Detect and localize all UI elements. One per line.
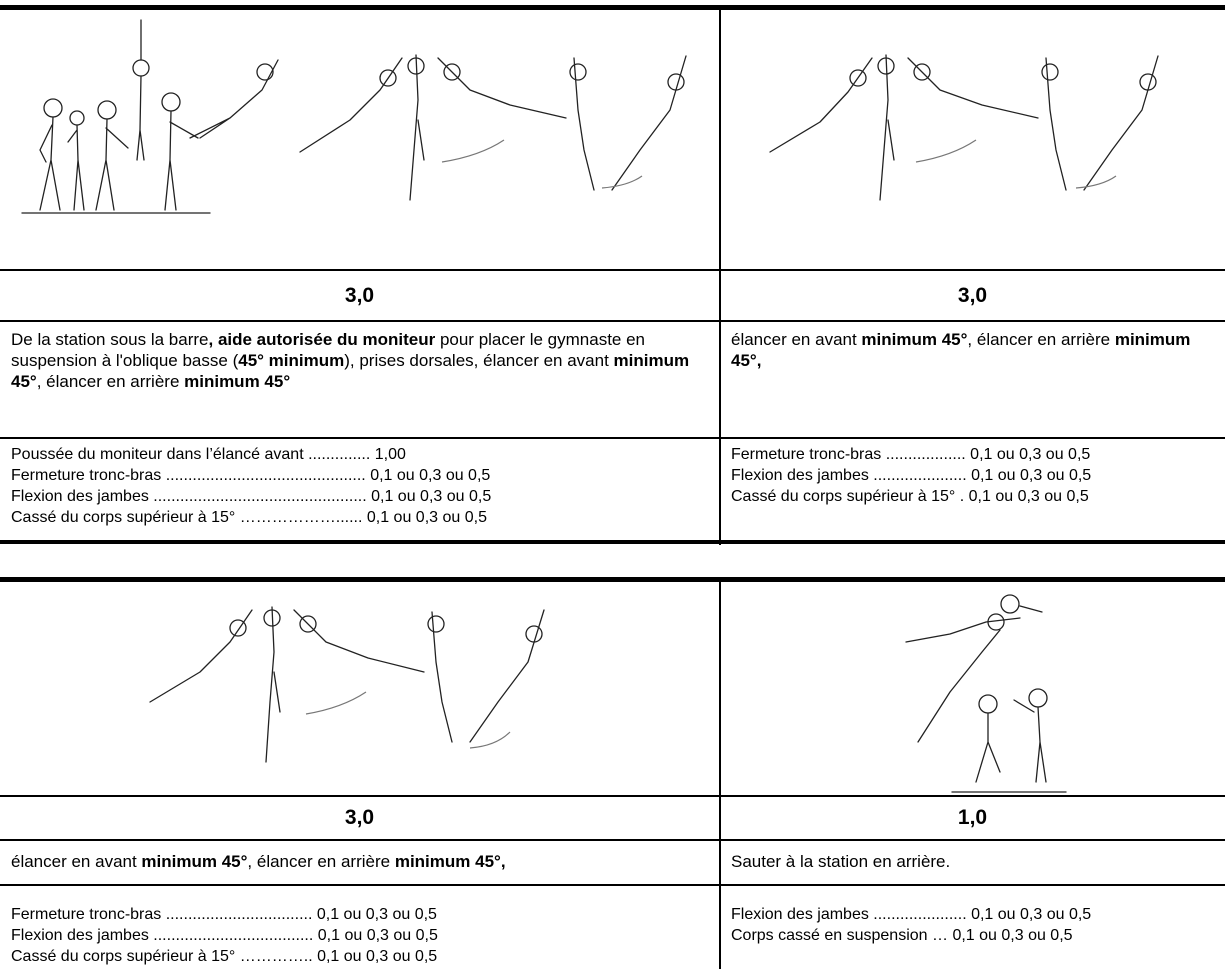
illustration-swing-sequence [720,10,1225,269]
exercise-table-2: 3,0 1,0 élancer en avant minimum 45°, él… [0,577,1225,969]
text-segment: , élancer en arrière [967,330,1114,349]
deduction-row: Flexion des jambes .....................… [11,486,719,507]
deduction-row: Poussée du moniteur dans l’élancé avant … [11,444,719,465]
illustration-swing-with-spotter [0,10,719,269]
score-cell: 1,0 [720,797,1225,839]
deduction-row: Flexion des jambes .....................… [731,904,1225,925]
text-segment: Sauter à la station en arrière. [731,852,950,871]
deduction-value: 0,1 ou 0,3 ou 0,5 [966,446,1091,463]
text-segment: , élancer en arrière [247,852,394,871]
deduction-value: 0,1 ou 0,3 ou 0,5 [313,927,438,944]
table-bottom-border [0,540,1225,544]
deduction-row: Cassé du corps supérieur à 15° ………….. 0,… [11,946,719,967]
deduction-value: 0,1 ou 0,3 ou 0,5 [362,509,487,526]
exercise-table-1: 3,0 3,0 De la station sous la barre, aid… [0,5,1225,545]
score-value: 3,0 [345,284,374,308]
exercise-description: élancer en avant minimum 45°, élancer en… [720,327,1225,437]
illustration-swing-sequence [0,582,719,795]
row-divider [0,437,1225,439]
deduction-label: Flexion des jambes ..................... [731,467,967,484]
exercise-description: Sauter à la station en arrière. [720,845,1225,884]
score-value: 1,0 [958,806,987,830]
description-text: élancer en avant minimum 45°, élancer en… [731,330,1190,370]
description-text: De la station sous la barre, aide autori… [11,330,689,391]
deduction-value: 0,1 ou 0,3 ou 0,5 [312,906,437,923]
deduction-label: Fermeture tronc-bras ...................… [11,906,312,923]
score-value: 3,0 [345,806,374,830]
text-segment: ), prises dorsales, élancer en avant [344,351,613,370]
illustration-dismount [720,582,1225,795]
deduction-label: Fermeture tronc-bras ...................… [11,467,366,484]
deduction-label: Poussée du moniteur dans l’élancé avant … [11,446,370,463]
deduction-label: Flexion des jambes .....................… [11,488,367,505]
deduction-value: 0,1 ou 0,3 ou 0,5 [967,906,1092,923]
deduction-value: 0,1 ou 0,3 ou 0,5 [967,467,1092,484]
deduction-row: Flexion des jambes .....................… [731,465,1225,486]
deduction-value: 0,1 ou 0,3 ou 0,5 [367,488,492,505]
text-segment: élancer en avant [731,330,861,349]
deduction-row: Fermeture tronc-bras ...................… [11,465,719,486]
score-cell: 3,0 [720,271,1225,320]
deductions-list: Flexion des jambes .....................… [720,904,1225,969]
deduction-label: Flexion des jambes .....................… [11,927,313,944]
emphasized-text: 45° minimum [238,351,344,370]
deduction-value: 1,00 [370,446,406,463]
deduction-label: Flexion des jambes ..................... [731,906,967,923]
exercise-description: De la station sous la barre, aide autori… [0,327,712,437]
deduction-label: Cassé du corps supérieur à 15° ………….. [11,948,313,965]
description-text: élancer en avant minimum 45°, élancer en… [11,852,506,871]
text-segment: De la station sous la barre [11,330,209,349]
exercise-description: élancer en avant minimum 45°, élancer en… [0,845,712,884]
score-cell: 3,0 [0,271,719,320]
row-divider [0,320,1225,322]
deduction-row: Corps cassé en suspension … 0,1 ou 0,3 o… [731,925,1225,946]
emphasized-text: minimum 45° [861,330,967,349]
emphasized-text: , aide autorisée du moniteur [209,330,436,349]
deduction-value: 0,1 ou 0,3 ou 0,5 [964,488,1089,505]
text-segment: , élancer en arrière [37,372,184,391]
row-divider [0,884,1225,886]
deduction-label: Fermeture tronc-bras .................. [731,446,966,463]
deduction-label: Cassé du corps supérieur à 15° ………………...… [11,509,362,526]
deduction-row: Fermeture tronc-bras .................. … [731,444,1225,465]
deduction-value: 0,1 ou 0,3 ou 0,5 [366,467,491,484]
row-divider [0,839,1225,841]
emphasized-text: minimum 45° [184,372,290,391]
deductions-list: Fermeture tronc-bras ...................… [0,904,719,969]
deductions-list: Poussée du moniteur dans l’élancé avant … [0,444,719,540]
deduction-row: Flexion des jambes .....................… [11,925,719,946]
deductions-list: Fermeture tronc-bras .................. … [720,444,1225,540]
deduction-row: Fermeture tronc-bras ...................… [11,904,719,925]
score-cell: 3,0 [0,797,719,839]
deduction-value: 0,1 ou 0,3 ou 0,5 [948,927,1073,944]
score-value: 3,0 [958,284,987,308]
deduction-row: Cassé du corps supérieur à 15° . 0,1 ou … [731,486,1225,507]
emphasized-text: minimum 45° [141,852,247,871]
deduction-label: Cassé du corps supérieur à 15° . [731,488,964,505]
text-segment: élancer en avant [11,852,141,871]
deduction-label: Corps cassé en suspension … [731,927,948,944]
emphasized-text: minimum 45°, [395,852,506,871]
deduction-value: 0,1 ou 0,3 ou 0,5 [313,948,438,965]
deduction-row: Cassé du corps supérieur à 15° ………………...… [11,507,719,528]
description-text: Sauter à la station en arrière. [731,852,950,871]
